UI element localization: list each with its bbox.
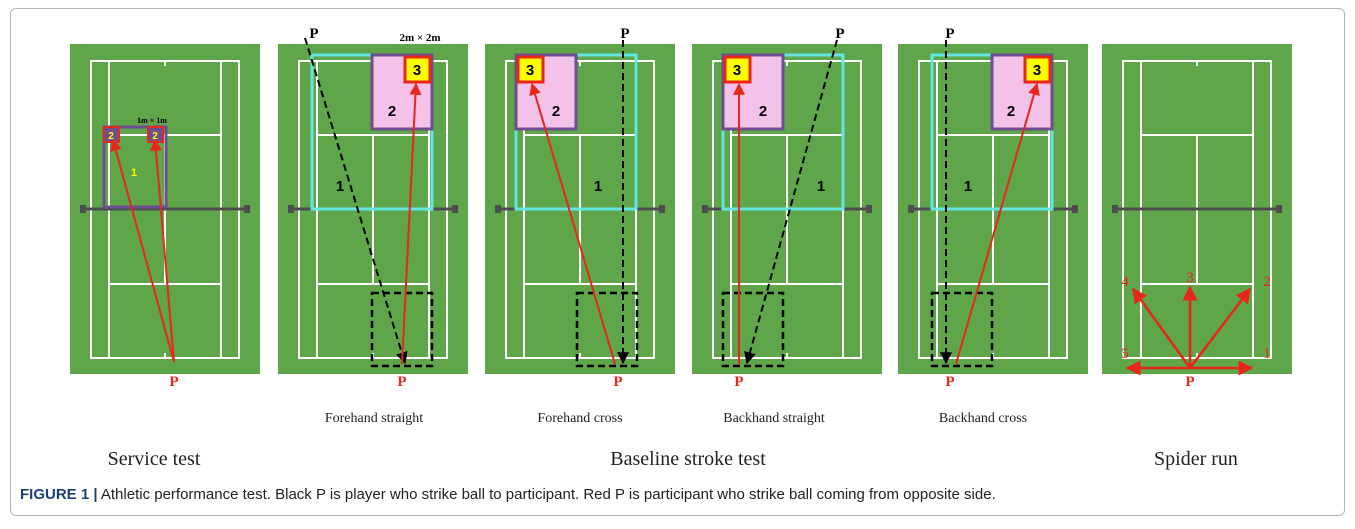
spider-num-1: 1: [1263, 346, 1271, 362]
court-forehand-straight: 3 2 1 2m × 2m P P Forehand straight: [278, 26, 468, 426]
spider-num-3: 3: [1186, 270, 1194, 286]
zone-label-2a: 2: [108, 131, 114, 142]
zone-label-1: 1: [594, 178, 602, 195]
red-shot-arrow: [401, 82, 422, 365]
black-feed-arrow: [744, 39, 838, 365]
zone-label-3: 3: [733, 62, 741, 79]
zone-label-2: 2: [759, 103, 767, 120]
serve-arrow-left: [110, 138, 175, 363]
zone-label-1: 1: [817, 178, 825, 195]
zone-label-3: 3: [413, 62, 421, 79]
target-zone-3: [723, 55, 752, 84]
spider-num-4: 4: [1121, 274, 1129, 290]
red-shot-arrow: [955, 82, 1040, 365]
player-red-p: P: [613, 374, 622, 390]
target-zone-3: [1023, 55, 1052, 84]
court-spider: 4 3 2 5 1 P: [1102, 44, 1292, 390]
player-red-p: P: [397, 374, 406, 390]
player-black-p: P: [945, 26, 954, 42]
court-backhand-cross: 3 2 1 P P Backhand cross: [898, 26, 1088, 426]
spider-num-2: 2: [1263, 274, 1271, 290]
zone-label-3: 3: [526, 62, 534, 79]
player-black-p: P: [835, 26, 844, 42]
player-red-p: P: [945, 374, 954, 390]
zone-label-1: 1: [336, 178, 344, 195]
figure-caption: FIGURE 1 | Athletic performance test. Bl…: [20, 486, 1340, 503]
zone-label-1: 1: [964, 178, 972, 195]
spider-arrow-4: [1131, 287, 1192, 369]
caption-label: FIGURE 1 |: [20, 486, 98, 503]
player-red-p: P: [1185, 374, 1194, 390]
sublabel: Backhand straight: [723, 411, 825, 426]
caption-text: Athletic performance test. Black P is pl…: [97, 486, 996, 503]
group-label-baseline: Baseline stroke test: [610, 448, 766, 470]
zone-label-2: 2: [552, 103, 560, 120]
size-tag: 2m × 2m: [399, 32, 440, 44]
court-backhand-straight: 3 2 1 P P Backhand straight: [692, 26, 882, 426]
zone-label-2: 2: [388, 103, 396, 120]
zone-label-3: 3: [1033, 62, 1041, 79]
zone-label-2b: 2: [152, 131, 158, 142]
target-zone-1: [102, 125, 168, 209]
size-tag: 1m × 1m: [137, 116, 167, 125]
player-red-p: P: [169, 374, 178, 390]
sublabel: Forehand cross: [537, 411, 622, 426]
serve-arrow-right: [149, 138, 175, 363]
player-black-p: P: [309, 26, 318, 42]
zone-label-1: 1: [131, 167, 137, 179]
sublabel: Backhand cross: [939, 411, 1027, 426]
sublabel: Forehand straight: [325, 411, 423, 426]
target-zone-3: [403, 55, 432, 84]
red-shot-arrow: [529, 82, 616, 365]
target-zone-3: [516, 55, 545, 84]
player-red-p: P: [734, 374, 743, 390]
group-label-spider: Spider run: [1154, 448, 1238, 470]
court-service: 2 2 1 1m × 1m P: [70, 44, 260, 390]
group-label-service: Service test: [108, 448, 201, 470]
court-forehand-cross: 3 2 1 P P Forehand cross: [485, 26, 675, 426]
spider-num-5: 5: [1121, 346, 1129, 362]
player-black-p: P: [620, 26, 629, 42]
figure-frame: [10, 8, 1345, 516]
spider-arrow-2: [1189, 287, 1251, 369]
zone-label-2: 2: [1007, 103, 1015, 120]
black-feed-arrow: [304, 37, 408, 365]
